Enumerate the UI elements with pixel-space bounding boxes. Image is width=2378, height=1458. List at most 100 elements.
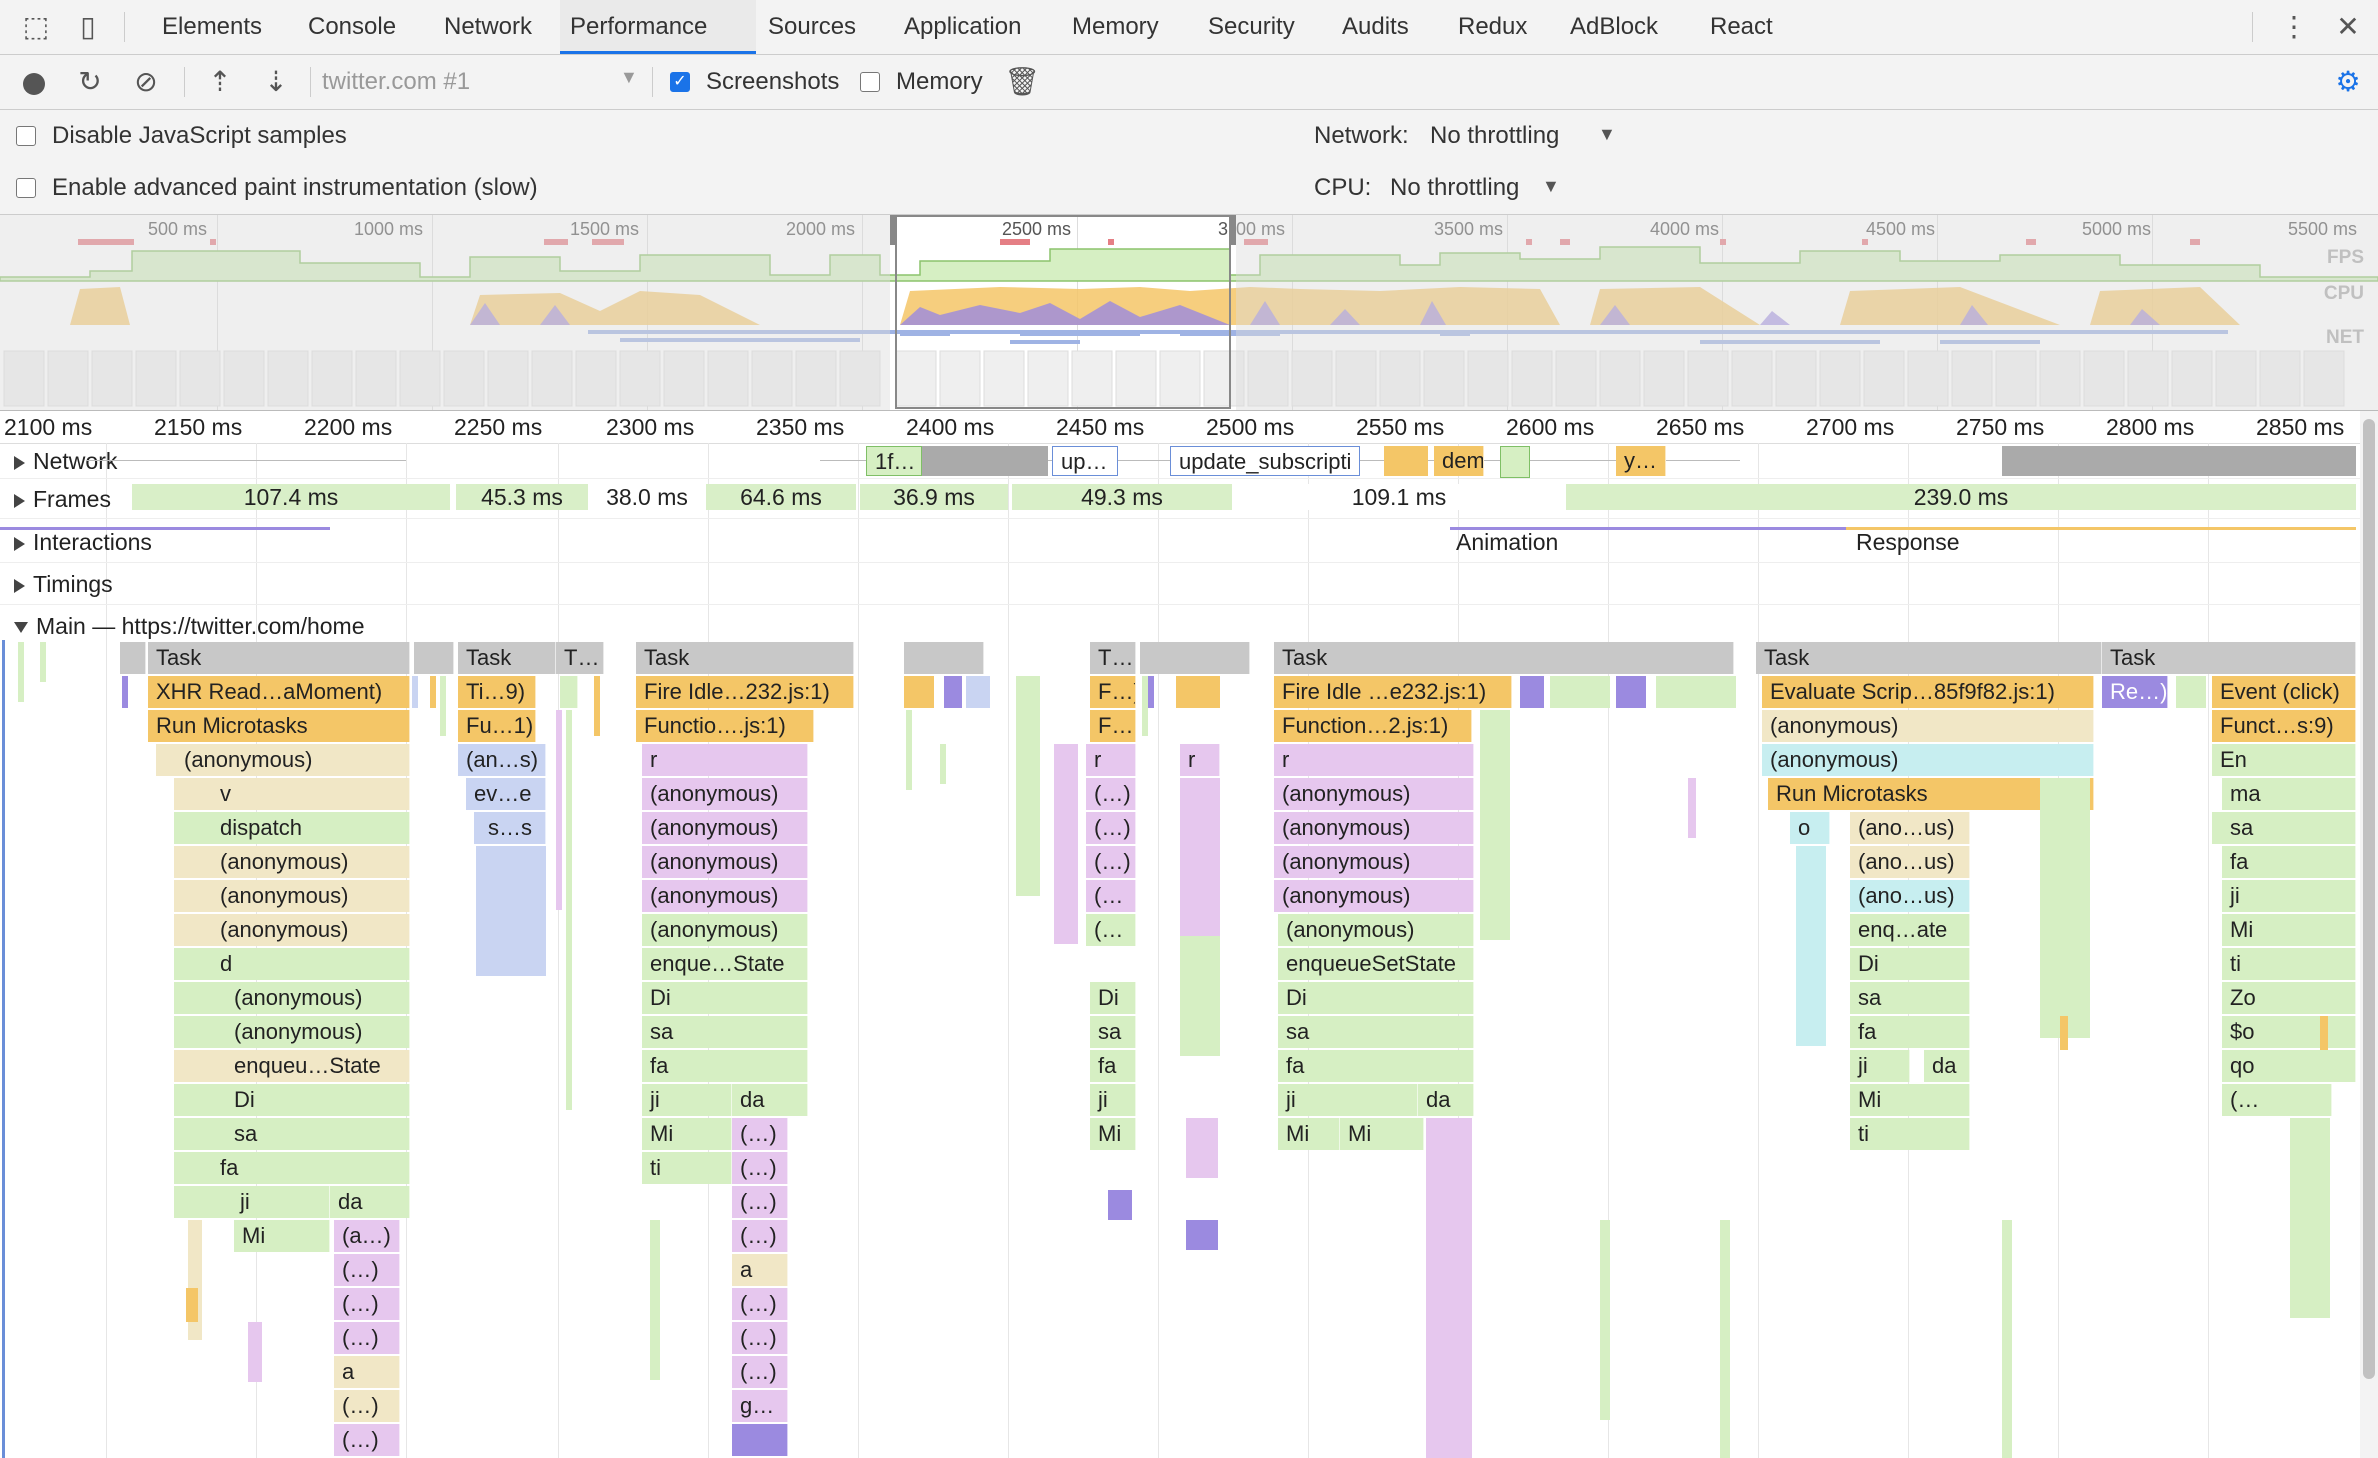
flame-call[interactable]: (…): [732, 1118, 788, 1150]
flame-call[interactable]: Di: [1090, 982, 1136, 1014]
close-icon[interactable]: ✕: [2336, 11, 2360, 42]
tab-security[interactable]: Security: [1208, 13, 1295, 40]
flame-event[interactable]: Re…): [2102, 676, 2168, 708]
flame-call[interactable]: (…): [1086, 778, 1136, 810]
flame-call[interactable]: r: [1180, 744, 1220, 776]
flame-call[interactable]: enqueu…State: [174, 1050, 410, 1082]
flame-call[interactable]: (…): [732, 1186, 788, 1218]
flame-event[interactable]: F…: [1090, 710, 1136, 742]
screenshots-checkbox[interactable]: ✓: [670, 72, 690, 92]
flame-task[interactable]: [904, 642, 984, 674]
flame-call[interactable]: (anonymous): [174, 982, 410, 1014]
gear-icon[interactable]: ⚙: [2335, 66, 2361, 97]
flame-call[interactable]: (…): [334, 1322, 400, 1354]
flame-call[interactable]: (anonymous): [156, 744, 410, 776]
network-request-bar[interactable]: [1384, 446, 1428, 476]
tab-audits[interactable]: Audits: [1342, 13, 1409, 40]
flame-task[interactable]: T…: [556, 642, 604, 674]
flame-event[interactable]: [560, 676, 578, 708]
flame-call[interactable]: (ano…us): [1850, 880, 1970, 912]
flame-call[interactable]: Mi: [1090, 1118, 1136, 1150]
flame-call[interactable]: Mi: [642, 1118, 732, 1150]
flame-call[interactable]: (anonymous): [174, 1016, 410, 1048]
flame-call[interactable]: (a…): [334, 1220, 400, 1252]
vertical-scrollbar[interactable]: [2360, 411, 2378, 1458]
flame-call[interactable]: [732, 1424, 788, 1456]
load-profile-icon[interactable]: ⇡: [208, 66, 232, 97]
memory-checkbox[interactable]: [860, 72, 880, 92]
flame-call[interactable]: enqueueSetState: [1278, 948, 1474, 980]
flame-call[interactable]: ji: [1850, 1050, 1910, 1082]
flame-call[interactable]: fa: [2222, 846, 2356, 878]
flame-event[interactable]: (anonymous): [1762, 710, 2094, 742]
flame-call[interactable]: ti: [1850, 1118, 1970, 1150]
frame-bar[interactable]: 38.0 ms: [592, 484, 702, 510]
flame-call[interactable]: (anonymous): [1274, 846, 1474, 878]
flame-call[interactable]: Mi: [1340, 1118, 1424, 1150]
flame-call[interactable]: (anonymous): [642, 914, 808, 946]
flame-call[interactable]: En: [2212, 744, 2356, 776]
flame-call[interactable]: (…): [334, 1424, 400, 1456]
flame-call[interactable]: d: [174, 948, 410, 980]
flame-call[interactable]: qo: [2222, 1050, 2356, 1082]
interaction-animation[interactable]: Animation: [1456, 529, 1559, 555]
flame-call[interactable]: sa: [1090, 1016, 1136, 1048]
flame-event[interactable]: Funct…s:9): [2212, 710, 2356, 742]
network-request-bar[interactable]: [2002, 446, 2356, 476]
network-throttle-select[interactable]: No throttling: [1430, 122, 1560, 149]
expand-triangle-icon[interactable]: [14, 536, 25, 551]
flame-task[interactable]: [1140, 642, 1250, 674]
tab-network[interactable]: Network: [444, 13, 533, 40]
flame-call[interactable]: ji: [174, 1186, 330, 1218]
flame-call[interactable]: da: [1418, 1084, 1474, 1116]
frame-bar[interactable]: 49.3 ms: [1012, 484, 1232, 510]
flame-call[interactable]: enq…ate: [1850, 914, 1970, 946]
flame-call[interactable]: (…): [732, 1152, 788, 1184]
flame-call[interactable]: (…): [334, 1254, 400, 1286]
save-profile-icon[interactable]: ⇣: [264, 66, 288, 97]
flame-call[interactable]: (an…s): [458, 744, 546, 776]
flame-call[interactable]: $o: [2222, 1016, 2356, 1048]
inspect-element-icon[interactable]: ⬚: [22, 11, 50, 42]
flame-event[interactable]: XHR Read…aMoment): [148, 676, 410, 708]
flame-call[interactable]: fa: [1850, 1016, 1970, 1048]
flame-call[interactable]: (ano…us): [1850, 812, 1970, 844]
network-track-header[interactable]: Network: [14, 448, 117, 475]
network-request[interactable]: y…: [1616, 446, 1666, 476]
flame-call[interactable]: fa: [642, 1050, 808, 1082]
flame-call[interactable]: (…: [2222, 1084, 2332, 1116]
frame-bar[interactable]: 64.6 ms: [706, 484, 856, 510]
flame-call[interactable]: sa: [1278, 1016, 1474, 1048]
flame-call[interactable]: (anonymous): [174, 846, 410, 878]
flame-call[interactable]: a: [732, 1254, 788, 1286]
flame-call[interactable]: ma: [2222, 778, 2356, 810]
flame-call[interactable]: (anonymous): [1762, 744, 2094, 776]
main-track-title[interactable]: Main — https://twitter.com/home: [14, 613, 365, 640]
flame-task[interactable]: Task: [2102, 642, 2356, 674]
network-request[interactable]: update_subscripti: [1170, 446, 1360, 476]
flame-task[interactable]: T…: [1090, 642, 1136, 674]
flame-call[interactable]: (anonymous): [642, 778, 808, 810]
flame-call[interactable]: ji: [1278, 1084, 1418, 1116]
flame-call[interactable]: Zo: [2222, 982, 2356, 1014]
frame-bar[interactable]: 107.4 ms: [132, 484, 450, 510]
frame-bar[interactable]: 45.3 ms: [456, 484, 588, 510]
chevron-down-icon[interactable]: ▼: [1542, 176, 1560, 196]
flame-call[interactable]: ji: [1090, 1084, 1136, 1116]
flame-call[interactable]: (anonymous): [1274, 778, 1474, 810]
flame-event[interactable]: Evaluate Scrip…85f9f82.js:1): [1762, 676, 2094, 708]
flame-call[interactable]: (…): [334, 1390, 400, 1422]
flame-call[interactable]: g…: [732, 1390, 788, 1422]
flame-call[interactable]: sa: [174, 1118, 410, 1150]
flame-call[interactable]: (anonymous): [642, 846, 808, 878]
reload-icon[interactable]: ↻: [78, 66, 102, 97]
advanced-paint-checkbox[interactable]: [16, 178, 36, 198]
network-request-bar[interactable]: [1500, 446, 1530, 478]
flame-task[interactable]: [414, 642, 454, 674]
flame-call[interactable]: s…s: [474, 812, 546, 844]
flame-event[interactable]: Event (click): [2212, 676, 2356, 708]
flame-call[interactable]: ti: [2222, 948, 2356, 980]
flame-task[interactable]: Task: [1756, 642, 2102, 674]
expand-triangle-icon[interactable]: [14, 455, 25, 470]
flame-call[interactable]: (anonymous): [1274, 812, 1474, 844]
